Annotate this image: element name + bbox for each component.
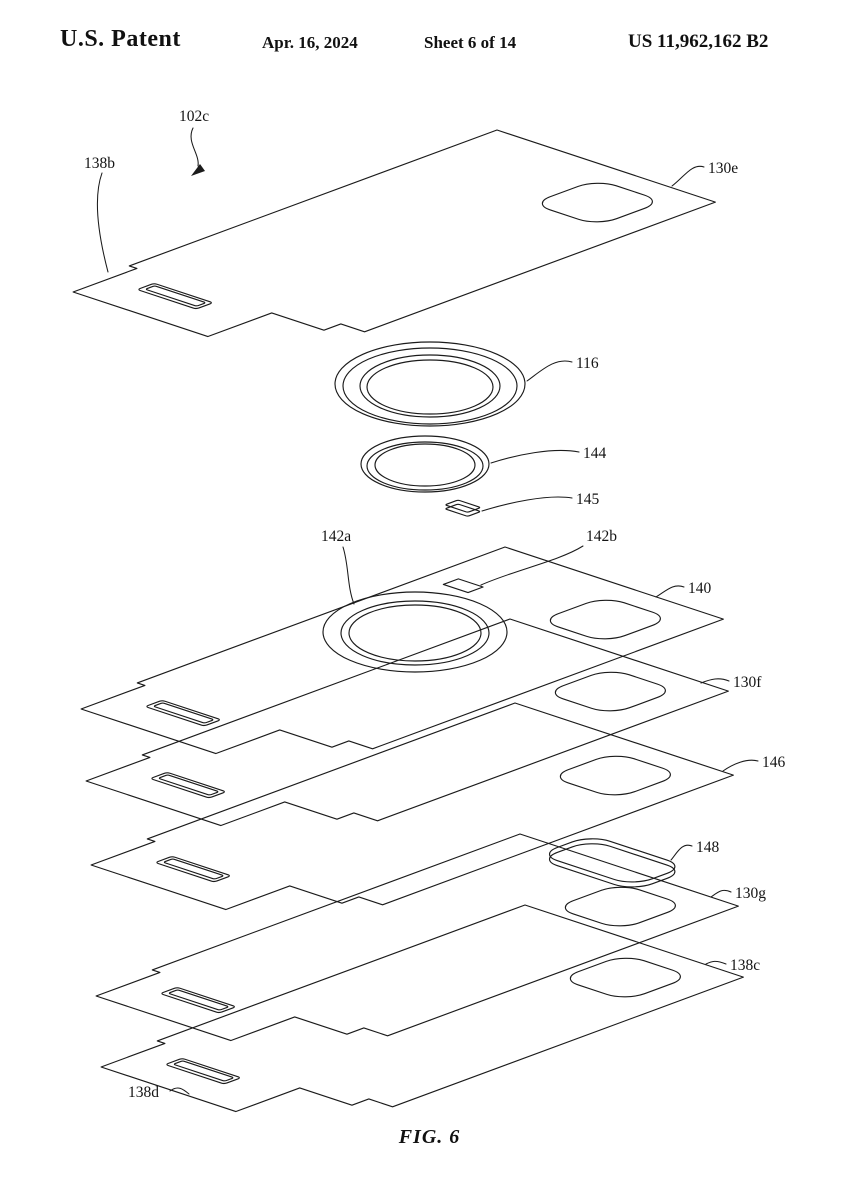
patent-date: Apr. 16, 2024 <box>262 33 358 52</box>
ref-label-130f: 130f <box>733 674 762 691</box>
ref-label-144: 144 <box>583 445 607 462</box>
leader-line-148 <box>670 844 693 861</box>
ref-145-annotation: 145 <box>481 491 600 512</box>
component-145 <box>439 500 486 516</box>
ref-116-annotation: 116 <box>526 355 599 382</box>
arrowhead-102c <box>191 164 205 176</box>
figure-caption: FIG. 6 <box>398 1126 461 1148</box>
ref-144-annotation: 144 <box>490 445 607 464</box>
leader-line-142a <box>342 546 355 605</box>
leader-line-138d <box>169 1087 190 1095</box>
sheet-number: Sheet 6 of 14 <box>424 33 517 52</box>
ref-130g-annotation: 130g <box>710 885 766 902</box>
coil-ring-144 <box>360 435 490 493</box>
ref-142b-annotation: 142b <box>480 528 617 586</box>
ref-138d-annotation: 138d <box>128 1084 190 1101</box>
patent-office-title: U.S. Patent <box>60 26 181 52</box>
leader-line-140 <box>655 585 685 598</box>
ref-148-annotation: 148 <box>670 839 720 861</box>
ref-138c-annotation: 138c <box>705 957 760 974</box>
ref-label-130g: 130g <box>735 885 766 902</box>
leader-line-130g <box>710 889 732 898</box>
ref-label-102c: 102c <box>179 108 209 125</box>
leader-line-144 <box>490 449 580 464</box>
ref-142a-annotation: 142a <box>321 528 355 605</box>
ref-130e-annotation: 130e <box>671 160 738 187</box>
ring-142a <box>322 591 508 673</box>
leader-line-145 <box>481 496 573 512</box>
patent-number: US 11,962,162 B2 <box>628 31 769 52</box>
ref-102c-annotation: 102c <box>179 108 209 176</box>
leader-line-138c <box>705 960 727 965</box>
ref-label-142a: 142a <box>321 528 351 545</box>
ref-130f-annotation: 130f <box>700 674 762 691</box>
ref-label-146: 146 <box>762 754 786 771</box>
leader-line-116 <box>526 360 573 382</box>
leader-line-130f <box>700 678 730 684</box>
leader-line-130e <box>671 165 705 187</box>
leader-line-142b <box>480 545 584 586</box>
ref-label-138b: 138b <box>84 155 115 172</box>
leader-line-102c <box>190 127 199 167</box>
layer-146 <box>82 702 735 936</box>
ref-label-138c: 138c <box>730 957 760 974</box>
layer-140 <box>72 546 725 780</box>
ref-label-116: 116 <box>576 355 599 372</box>
ref-label-142b: 142b <box>586 528 617 545</box>
ref-140-annotation: 140 <box>655 580 712 598</box>
pad-148 <box>531 835 693 891</box>
ref-138b-annotation: 138b <box>84 155 115 273</box>
ref-label-138d: 138d <box>128 1084 159 1101</box>
ref-146-annotation: 146 <box>722 754 786 772</box>
ref-label-130e: 130e <box>708 160 738 177</box>
ref-label-140: 140 <box>688 580 712 597</box>
leader-line-138b <box>96 172 109 273</box>
ref-label-145: 145 <box>576 491 600 508</box>
aperture-142b <box>443 579 483 593</box>
leader-line-146 <box>722 759 759 772</box>
magnet-ring-116 <box>334 341 526 427</box>
cover-layer-130e <box>64 129 717 363</box>
ref-label-148: 148 <box>696 839 720 856</box>
